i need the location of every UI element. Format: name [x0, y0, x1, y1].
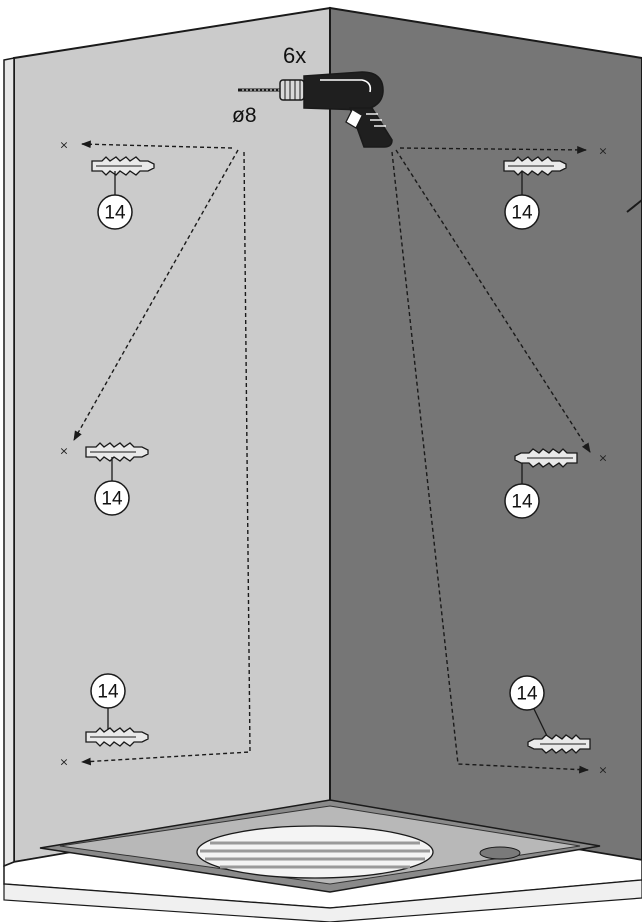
drill-hole-mark-icon: × [59, 445, 68, 458]
drill-bit-size-label: ø8 [232, 104, 257, 127]
part-badge [504, 483, 540, 519]
drill-hole-mark-icon: × [59, 139, 68, 152]
part-number: 14 [104, 203, 126, 224]
drill-hole-mark-icon: × [598, 764, 607, 777]
anchor-right-top: 14 [503, 156, 567, 230]
drill-hole-marks: × × × × × × [59, 139, 607, 777]
part-number: 14 [101, 489, 123, 510]
drill-direction-arrows [73, 140, 591, 774]
dashed-arrow-icon [391, 151, 589, 774]
drill-count-label: 6x [283, 43, 306, 68]
drill-hole-mark-icon: × [59, 756, 68, 769]
drill-hole-mark-icon: × [598, 452, 607, 465]
anchor-left-bottom: 14 [85, 673, 149, 747]
part-badge [94, 480, 130, 516]
anchor-left-top: 14 [91, 156, 155, 230]
part-number: 14 [516, 684, 538, 705]
dashed-arrow-icon [395, 149, 591, 453]
drill-icon [238, 71, 393, 148]
part-badge [504, 194, 540, 230]
drill-hole-mark-icon: × [598, 145, 607, 158]
part-number: 14 [511, 492, 533, 513]
anchor-right-bottom: 14 [509, 675, 591, 754]
shower-corner [3, 6, 642, 868]
part-number: 14 [97, 682, 119, 703]
anchor-right-middle: 14 [504, 448, 578, 519]
anchor-left-middle: 14 [85, 442, 149, 516]
left-wall-edge [3, 57, 15, 868]
left-wall [13, 6, 331, 864]
part-number: 14 [511, 203, 533, 224]
part-badge [509, 675, 545, 711]
part-badge [97, 194, 133, 230]
dashed-arrow-icon [399, 145, 587, 154]
shower-tray [3, 799, 642, 922]
